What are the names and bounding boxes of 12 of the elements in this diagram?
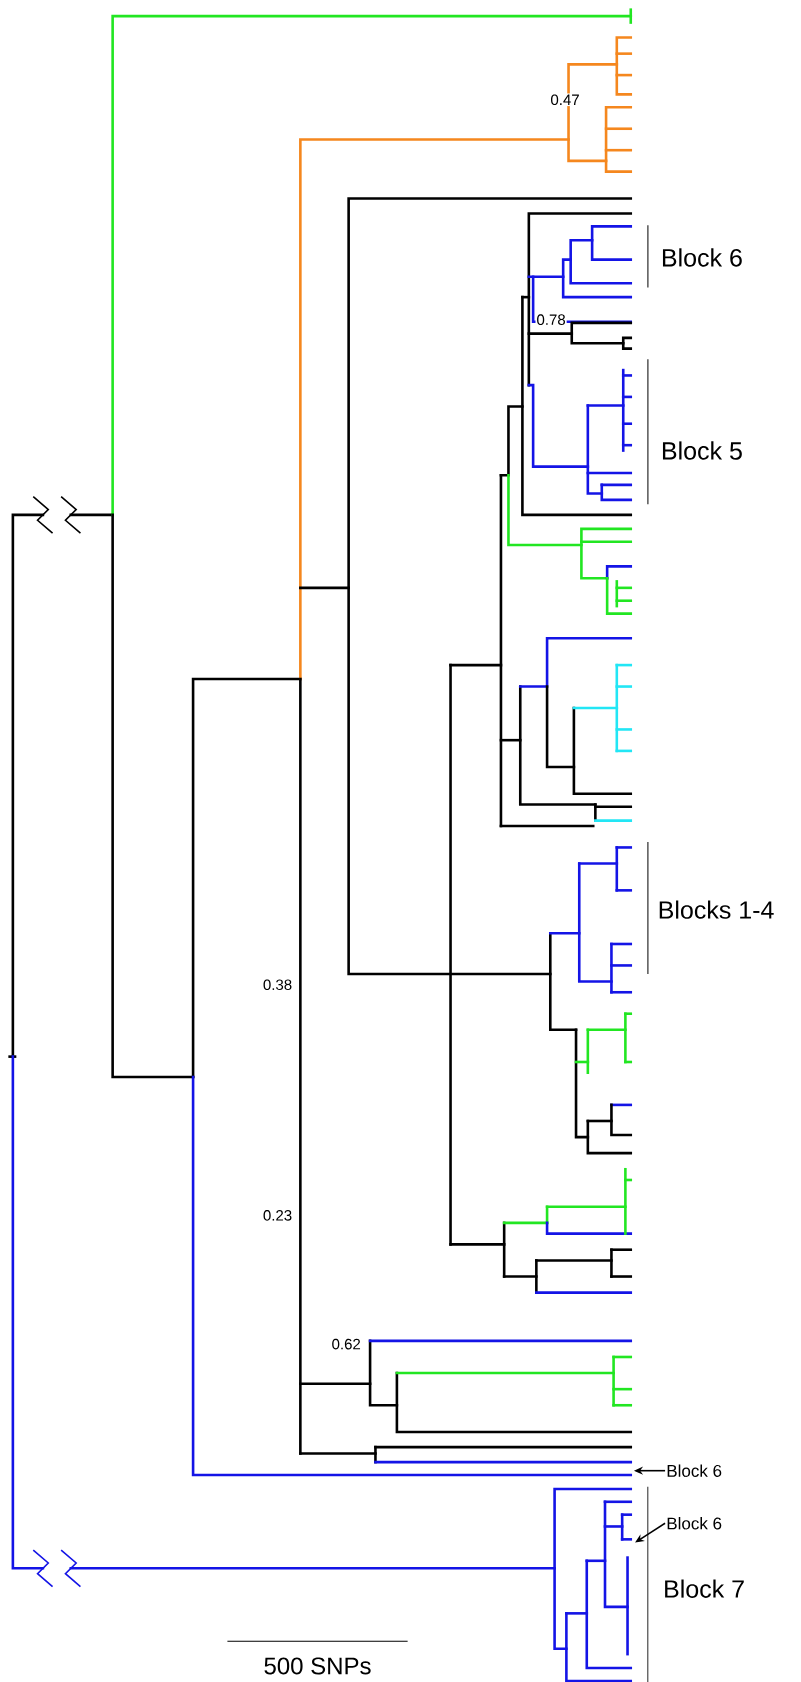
block-label: Blocks 1-4 [659, 900, 774, 919]
support-value: 0.23 [261, 1209, 293, 1222]
support-value: 0.47 [549, 93, 581, 107]
block-label: Block 6 [667, 1517, 722, 1530]
block-label: Block 7 [664, 1579, 744, 1598]
support-value: 0.78 [535, 313, 567, 326]
block-label: Block 6 [662, 248, 742, 267]
block-label: Block 6 [667, 1464, 722, 1477]
block-label: Block 5 [662, 441, 742, 460]
support-value: 0.38 [261, 978, 293, 992]
scale-label: 500 SNPs [264, 1657, 371, 1675]
support-value: 0.62 [330, 1337, 362, 1351]
